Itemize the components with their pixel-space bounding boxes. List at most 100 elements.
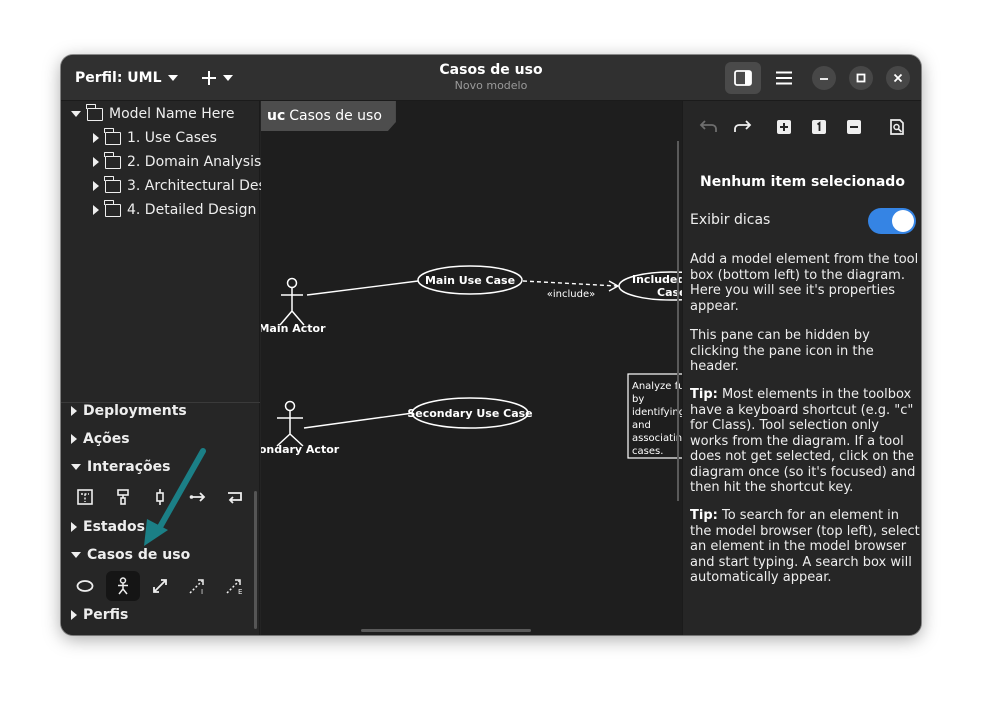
comment-box[interactable] [627, 373, 682, 459]
secondary-actor[interactable] [276, 400, 304, 447]
expander-collapsed-icon[interactable] [93, 205, 99, 215]
model-browser: Model Name Here 1. Use Cases 2. Domain A… [61, 101, 266, 401]
comment-text: Analyze fu by identifying and associatin… [632, 381, 682, 457]
main-actor[interactable] [279, 277, 305, 326]
hint-paragraph-1: Add a model element from the tool box (b… [690, 252, 919, 314]
tree-item-domain-analysis[interactable]: 2. Domain Analysis [93, 151, 261, 173]
expander-expanded-icon [71, 464, 81, 470]
tool-interaction[interactable] [143, 482, 177, 512]
toolbox-section-interacoes[interactable]: Interações [71, 457, 170, 477]
main-use-case[interactable] [417, 265, 523, 295]
expander-collapsed-icon [71, 406, 77, 416]
window-title-block: Casos de uso Novo modelo [361, 62, 621, 92]
tip-label: Tip: [690, 387, 718, 402]
undo-button[interactable] [696, 115, 720, 139]
tree-item-use-cases[interactable]: 1. Use Cases [93, 127, 217, 149]
zoom-original-icon [812, 120, 826, 134]
use-case-icon [76, 580, 94, 592]
maximize-icon [856, 73, 866, 83]
expander-collapsed-icon[interactable] [93, 181, 99, 191]
section-label: Estados [83, 519, 146, 535]
tool-lifeline[interactable] [68, 482, 102, 512]
main-menu-button[interactable] [767, 62, 801, 94]
actor-icon [118, 577, 128, 595]
close-button[interactable] [886, 66, 910, 90]
svg-text:E: E [238, 588, 242, 595]
zoom-fit-button[interactable] [885, 115, 909, 139]
tree-item-label: 1. Use Cases [127, 130, 217, 146]
expander-collapsed-icon [71, 434, 77, 444]
tree-item-root[interactable]: Model Name Here [71, 103, 234, 125]
toolbox: Deployments Ações Interações [61, 402, 260, 635]
package-icon [104, 127, 121, 145]
diagram-canvas[interactable]: Main Actor ondary Actor Main Use Case Se… [261, 101, 682, 635]
app-window: Perfil: UML Casos de uso Novo modelo [61, 55, 921, 635]
redo-button[interactable] [731, 115, 755, 139]
toolbox-section-casos-de-uso[interactable]: Casos de uso [71, 545, 190, 565]
execution-spec-icon [117, 489, 129, 505]
expander-expanded-icon[interactable] [71, 111, 81, 117]
tool-association[interactable] [143, 571, 177, 601]
minimize-icon [820, 78, 828, 80]
secondary-use-case[interactable] [411, 397, 529, 429]
hamburger-menu-icon [776, 71, 792, 85]
lifeline-icon [77, 489, 93, 505]
toggle-pane-button[interactable] [725, 62, 761, 94]
extend-icon: E [226, 579, 242, 595]
canvas-horizontal-scrollbar[interactable] [361, 629, 531, 632]
canvas-vertical-scrollbar[interactable] [677, 141, 679, 501]
sidebar-pane-icon [734, 70, 752, 86]
tip-text-2: To search for an element in the model br… [690, 508, 920, 585]
toolbox-section-estados[interactable]: Estados [71, 517, 145, 537]
tool-actor[interactable] [106, 571, 140, 601]
tree-item-detailed-design[interactable]: 4. Detailed Design [93, 199, 256, 221]
tree-item-label: 2. Domain Analysis [127, 154, 262, 170]
close-icon [893, 73, 903, 83]
association-icon [153, 579, 167, 593]
tree-item-architectural-design[interactable]: 3. Architectural Des [93, 175, 266, 197]
main-actor-label: Main Actor [261, 322, 326, 335]
toolbox-section-deployments[interactable]: Deployments [71, 401, 187, 421]
profile-label: Perfil: UML [75, 70, 162, 86]
expander-collapsed-icon[interactable] [93, 157, 99, 167]
include-dependency[interactable] [522, 280, 618, 287]
expander-collapsed-icon[interactable] [93, 133, 99, 143]
toolbox-scrollbar[interactable] [254, 491, 257, 629]
section-label: Deployments [83, 403, 187, 419]
switch-knob [892, 210, 914, 232]
association-line[interactable] [306, 280, 419, 296]
zoom-100-button[interactable] [807, 115, 831, 139]
profile-menu-button[interactable]: Perfil: UML [75, 64, 178, 92]
maximize-button[interactable] [849, 66, 873, 90]
hint-paragraph-2: This pane can be hidden by clicking the … [690, 328, 874, 374]
association-line[interactable] [303, 412, 414, 429]
toolbox-section-perfis[interactable]: Perfis [71, 605, 128, 625]
add-diagram-button[interactable] [201, 64, 233, 92]
tool-execution-spec[interactable] [106, 482, 140, 512]
window-subtitle: Novo modelo [454, 79, 528, 92]
diagram-tab[interactable]: uc Casos de uso [261, 101, 396, 131]
zoom-in-button[interactable] [772, 115, 796, 139]
tree-item-label: 4. Detailed Design [127, 202, 257, 218]
secondary-use-case-label: Secondary Use Case [407, 407, 532, 420]
tool-include[interactable]: I [181, 571, 215, 601]
tool-extend[interactable]: E [218, 571, 252, 601]
undo-icon [699, 120, 717, 132]
main-use-case-label: Main Use Case [425, 274, 515, 287]
tool-use-case[interactable] [68, 571, 102, 601]
toolbox-section-acoes[interactable]: Ações [71, 429, 130, 449]
zoom-out-button[interactable] [842, 115, 866, 139]
section-label: Ações [83, 431, 130, 447]
no-selection-heading: Nenhum item selecionado [700, 174, 905, 190]
reflexive-message-icon [228, 492, 242, 504]
included-use-case[interactable] [618, 271, 682, 301]
tool-reflexive-message[interactable] [218, 482, 252, 512]
expander-collapsed-icon [71, 610, 77, 620]
zoom-fit-icon [890, 119, 904, 135]
use-case-diagram[interactable]: Main Actor ondary Actor Main Use Case Se… [261, 101, 682, 635]
tool-message[interactable] [181, 482, 215, 512]
left-sidebar: Model Name Here 1. Use Cases 2. Domain A… [61, 101, 266, 635]
show-hints-switch[interactable] [868, 208, 916, 234]
interaction-icon [156, 489, 164, 505]
minimize-button[interactable] [812, 66, 836, 90]
